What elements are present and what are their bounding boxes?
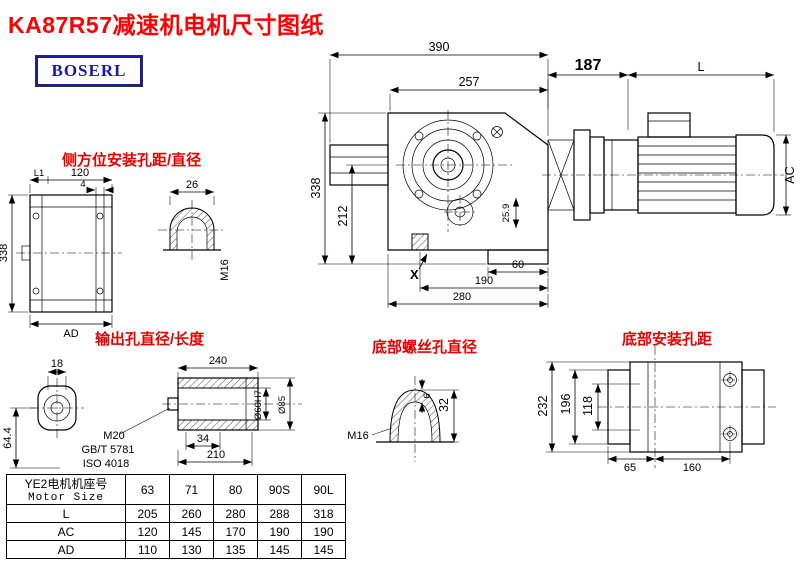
dim-120: 120 xyxy=(71,167,89,179)
label-bottom-mount: 底部安装孔距 xyxy=(622,331,713,348)
row-label-ad: AD xyxy=(6,540,126,559)
dim-ad: AD xyxy=(63,328,78,340)
dim-m16-screw: M16 xyxy=(347,430,368,442)
dim-190: 190 xyxy=(475,275,493,287)
dim-d60h7: Ø60H7 xyxy=(253,390,264,420)
table-row-ad: AD 110 130 135 145 145 xyxy=(6,540,346,559)
dim-280: 280 xyxy=(453,291,471,303)
col-90s: 90S xyxy=(257,474,302,505)
dim-390: 390 xyxy=(429,40,450,54)
header-line1: YE2电机机座号 xyxy=(24,477,108,491)
dim-212: 212 xyxy=(336,206,350,227)
shaft-end-view: 18 64.4 xyxy=(2,358,84,469)
side-view-dims: L1 120 4 xyxy=(29,167,114,195)
dim-18: 18 xyxy=(51,358,63,370)
page-title: KA87R57减速机电机尺寸图纸 xyxy=(8,12,324,38)
dim-m16-side: M16 xyxy=(219,259,231,280)
col-71: 71 xyxy=(169,474,214,505)
dim-4: 4 xyxy=(80,179,85,190)
row-label-ac: AC xyxy=(6,522,126,541)
dim-ac: AC xyxy=(783,166,797,183)
motor-size-table: YE2电机机座号 Motor Size 63 71 80 90S 90L L 2… xyxy=(6,474,346,559)
table-cell: 110 xyxy=(125,540,170,559)
gearbox-front-view xyxy=(329,110,549,265)
col-90l: 90L xyxy=(301,474,346,505)
dim-187: 187 xyxy=(575,57,602,74)
bottom-view-dims: 232 196 118 65 160 xyxy=(536,361,731,474)
std-iso4018: ISO 4018 xyxy=(83,458,129,470)
table-cell: 145 xyxy=(257,540,302,559)
dim-232: 232 xyxy=(536,396,550,417)
dim-d85: Ø85 xyxy=(277,396,288,414)
row-label-l: L xyxy=(6,504,126,523)
x-marker: X xyxy=(410,267,419,282)
bottom-mount-view: 232 196 118 65 160 xyxy=(536,346,776,474)
gearbox-dims: 390 257 338 212 25.9 60 190 280 xyxy=(309,40,549,308)
dim-118: 118 xyxy=(581,396,595,416)
dim-65: 65 xyxy=(624,462,636,474)
table-cell: 170 xyxy=(213,522,258,541)
table-cell: 135 xyxy=(213,540,258,559)
dim-60: 60 xyxy=(512,259,524,271)
dim-257: 257 xyxy=(459,75,480,89)
table-header-row: YE2电机机座号 Motor Size 63 71 80 90S 90L xyxy=(6,474,346,505)
side-mount-view: L1 120 4 338 xyxy=(0,167,231,340)
motor-side-view xyxy=(542,112,784,221)
bottom-view-outline xyxy=(598,346,776,468)
table-cell: 190 xyxy=(301,522,346,541)
boserl-logo-text: BOSERL xyxy=(51,61,127,80)
table-row-l: L 205 260 280 288 318 xyxy=(6,504,346,523)
gearbox-side-outline xyxy=(16,194,122,313)
dim-m20: M20 xyxy=(103,430,124,442)
table-cell: 145 xyxy=(169,522,214,541)
dim-l1: L1 xyxy=(34,168,45,179)
col-80: 80 xyxy=(213,474,258,505)
gearbox-motor-view: 390 257 338 212 25.9 60 190 280 xyxy=(309,40,797,308)
dim-338-side: 338 xyxy=(0,244,10,262)
tapped-hole-detail: 26 M16 xyxy=(158,179,231,281)
dim-32: 32 xyxy=(437,398,451,412)
header-line2: Motor Size xyxy=(27,492,104,504)
motor-dims: 187 L AC xyxy=(547,57,797,216)
dim-338-main: 338 xyxy=(309,178,323,199)
bottom-screw-view: 32 6 M16 xyxy=(347,376,459,462)
boserl-logo: BOSERL xyxy=(36,56,142,86)
dim-l: L xyxy=(698,60,705,74)
table-cell: 130 xyxy=(169,540,214,559)
dim-160: 160 xyxy=(683,462,701,474)
label-output-hole: 输出孔直径/长度 xyxy=(95,331,205,348)
table-cell: 288 xyxy=(257,504,302,523)
table-cell: 120 xyxy=(125,522,170,541)
dim-210: 210 xyxy=(207,449,225,461)
dim-6: 6 xyxy=(422,393,433,398)
table-cell: 280 xyxy=(213,504,258,523)
output-shaft-view: 18 64.4 240 34 210 xyxy=(2,355,302,470)
std-gbt5781: GB/T 5781 xyxy=(82,444,135,456)
screw-dome-section: 32 6 M16 xyxy=(347,376,459,462)
dim-64-4: 64.4 xyxy=(2,427,14,448)
shaft-section-view: 240 34 210 M20 GB/T 5781 ISO 4018 Ø60H xyxy=(82,355,302,470)
table-cell: 205 xyxy=(125,504,170,523)
dim-25-9: 25.9 xyxy=(501,204,512,223)
dim-240: 240 xyxy=(209,355,227,367)
label-bottom-screw: 底部螺丝孔直径 xyxy=(372,339,478,356)
table-cell: 190 xyxy=(257,522,302,541)
col-63: 63 xyxy=(125,474,170,505)
dim-34: 34 xyxy=(197,433,209,445)
table-header-model: YE2电机机座号 Motor Size xyxy=(6,474,126,505)
side-view-height-dim: 338 AD xyxy=(0,194,113,340)
table-cell: 145 xyxy=(301,540,346,559)
dim-26: 26 xyxy=(186,179,198,191)
table-cell: 260 xyxy=(169,504,214,523)
table-row-ac: AC 120 145 170 190 190 xyxy=(6,522,346,541)
label-side-mount: 侧方位安装孔距/直径 xyxy=(62,152,202,169)
table-cell: 318 xyxy=(301,504,346,523)
dim-196: 196 xyxy=(559,394,573,415)
